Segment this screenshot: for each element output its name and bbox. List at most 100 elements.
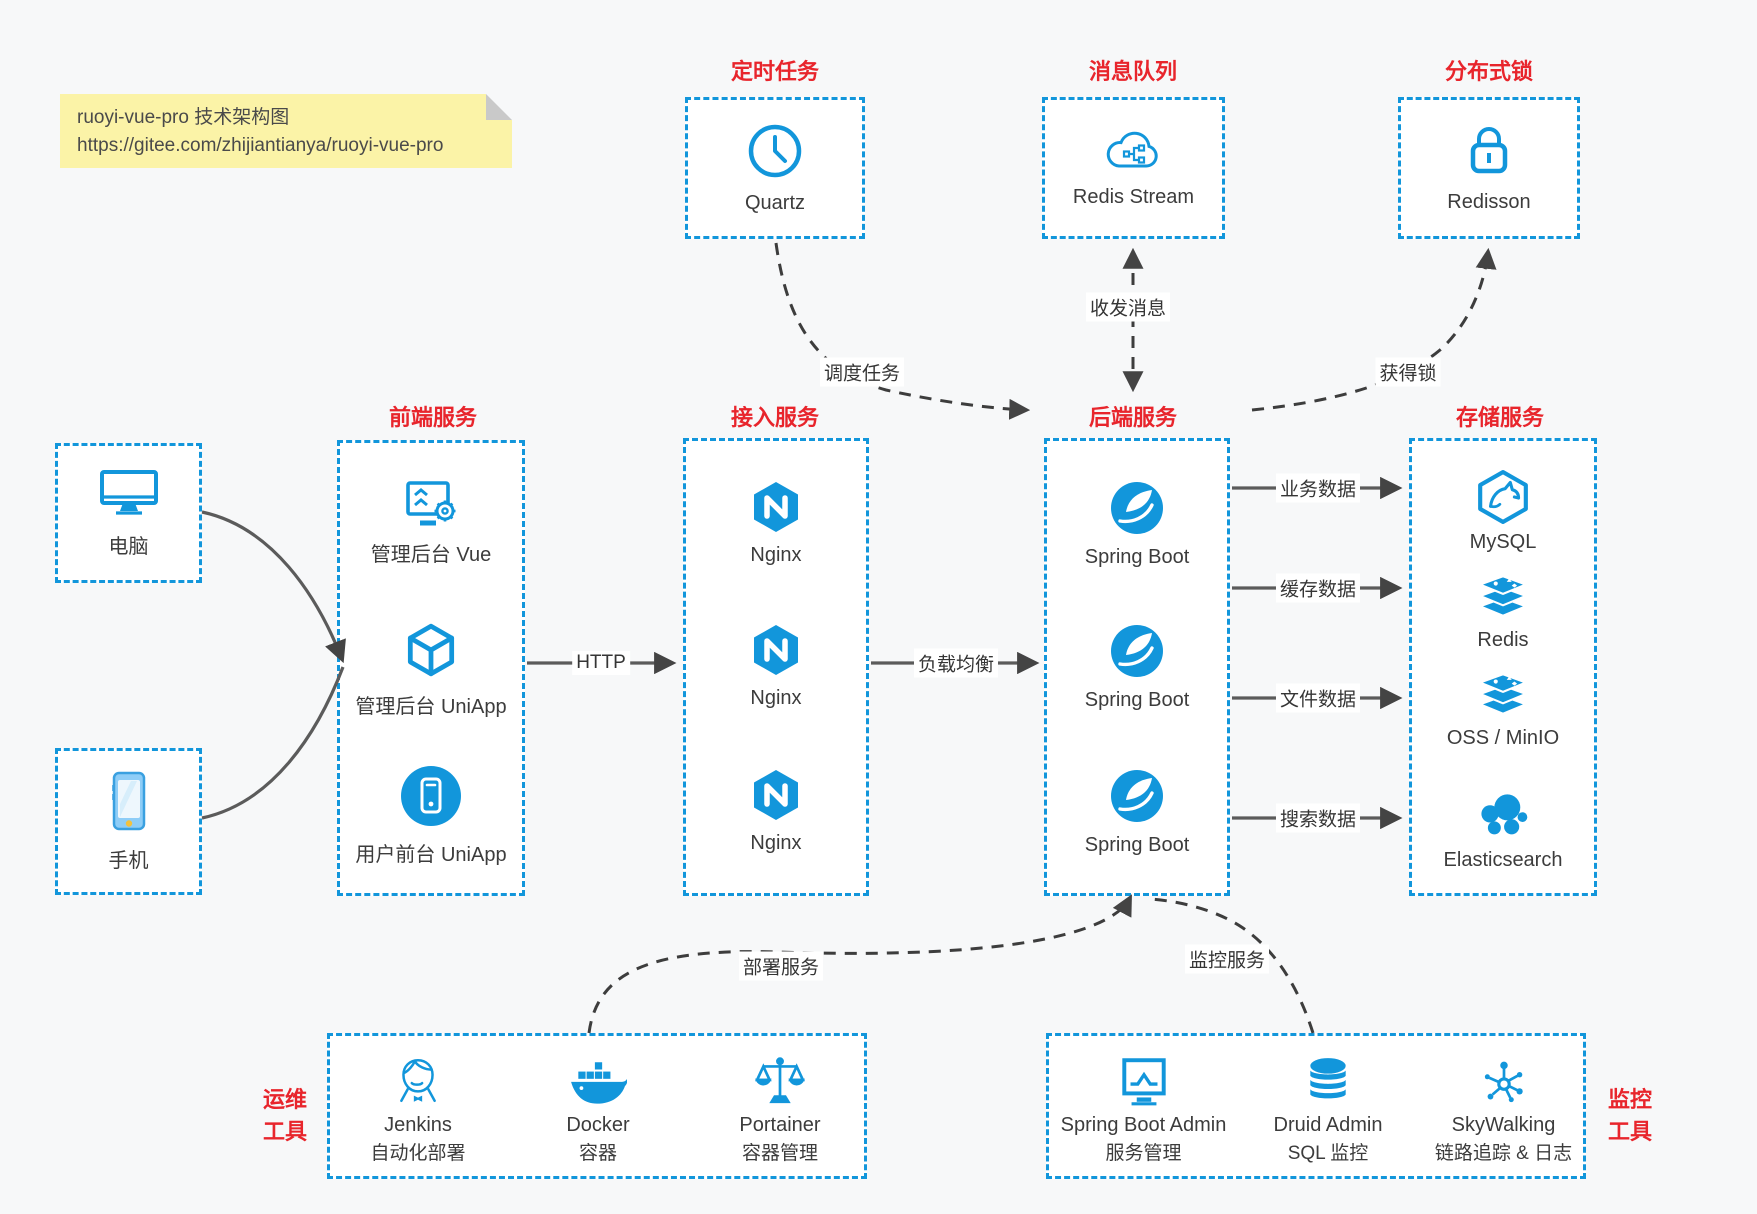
nginx-icon	[748, 767, 804, 823]
edge-label-schedule-task: 调度任务	[819, 357, 905, 387]
edge-acquire-lock	[1251, 247, 1497, 412]
ops-item-jenkins: Jenkins 自动化部署	[330, 1046, 506, 1176]
tool-name: Docker	[566, 1114, 630, 1136]
tool-desc: 容器	[578, 1143, 617, 1164]
node-label: 管理后台 UniApp	[355, 696, 507, 718]
user-uniapp-icon	[398, 763, 464, 829]
node-label: Redis	[1477, 629, 1529, 651]
tool-name: Portainer	[739, 1114, 821, 1136]
oss-stack-icon	[1475, 669, 1531, 721]
spring-boot-icon	[1108, 767, 1166, 825]
mobile-client-box: 手机	[55, 748, 202, 895]
clock-icon	[746, 122, 804, 180]
tool-desc: 链路追踪 & 日志	[1434, 1143, 1573, 1164]
admin-vue-icon	[402, 479, 460, 529]
node-label: Nginx	[750, 687, 802, 709]
node-label: Quartz	[744, 191, 806, 214]
edge-pc-to-frontend	[201, 510, 346, 664]
tool-name: Druid Admin	[1273, 1114, 1383, 1136]
desktop-icon	[98, 468, 160, 518]
spring-boot-icon	[1108, 479, 1166, 537]
group-title-scheduler: 定时任务	[730, 59, 820, 84]
node-label: OSS / MinIO	[1446, 727, 1560, 749]
backend-services-box: Spring Boot Spring Boot Spring Boot	[1044, 438, 1230, 896]
edge-label-business-data: 业务数据	[1275, 473, 1361, 503]
storage-services-box: MySQL Redis	[1409, 438, 1597, 896]
node-graph-icon	[1478, 1046, 1530, 1108]
ops-item-portainer: Portainer 容器管理	[690, 1046, 870, 1176]
group-title-frontend: 前端服务	[388, 405, 478, 430]
edge-label-search-data: 搜索数据	[1275, 803, 1361, 833]
frontend-services-box: 管理后台 Vue 管理后台 UniApp 用户前台	[337, 440, 525, 896]
tool-desc: SQL 监控	[1287, 1143, 1369, 1164]
edge-label-deploy-service: 部署服务	[738, 951, 824, 981]
frontend-item-admin-vue: 管理后台 Vue	[340, 479, 522, 567]
storage-item-mysql: MySQL	[1412, 469, 1594, 554]
tool-name: SkyWalking	[1451, 1114, 1556, 1136]
tool-desc: 自动化部署	[370, 1143, 466, 1164]
storage-item-redis: Redis	[1412, 571, 1594, 652]
node-label: Nginx	[750, 544, 802, 566]
mysql-icon	[1475, 469, 1531, 525]
node-label: Elasticsearch	[1443, 849, 1563, 871]
smartphone-icon	[107, 770, 151, 832]
group-title-ops: 运维 工具	[263, 1084, 307, 1148]
frontend-item-admin-uniapp: 管理后台 UniApp	[340, 619, 522, 719]
node-label: Spring Boot	[1084, 834, 1190, 856]
monitoring-title-line2: 工具	[1607, 1119, 1653, 1144]
monitoring-item-skywalking: SkyWalking 链路追踪 & 日志	[1418, 1046, 1589, 1176]
quartz-box: Quartz	[685, 97, 865, 239]
cloud-network-icon	[1103, 128, 1165, 174]
node-label: 手机	[108, 850, 149, 872]
portainer-scales-icon	[754, 1046, 806, 1108]
pc-client-box: 电脑	[55, 443, 202, 583]
elasticsearch-icon	[1476, 789, 1530, 843]
tool-name: Spring Boot Admin	[1060, 1114, 1227, 1136]
node-label: Spring Boot	[1084, 689, 1190, 711]
ops-item-docker: Docker 容器	[506, 1046, 690, 1176]
group-title-storage: 存储服务	[1455, 405, 1545, 430]
redis-stack-icon	[1475, 571, 1531, 623]
jenkins-icon	[391, 1046, 445, 1108]
node-label: Nginx	[750, 832, 802, 854]
sticky-note-title: ruoyi-vue-pro 技术架构图	[77, 107, 290, 128]
monitoring-title-line1: 监控	[1607, 1087, 1653, 1112]
ops-tools-box: Jenkins 自动化部署 Docker 容器	[327, 1033, 867, 1179]
redis-stream-box: Redis Stream	[1042, 97, 1225, 239]
gateway-item-nginx-1: Nginx	[686, 479, 866, 567]
monitoring-tools-box: Spring Boot Admin 服务管理 Druid Admin SQL 监…	[1046, 1033, 1586, 1179]
node-label: 管理后台 Vue	[370, 544, 492, 566]
group-title-gateway: 接入服务	[730, 405, 820, 430]
sticky-note-url: https://gitee.com/zhijiantianya/ruoyi-vu…	[77, 135, 444, 156]
redisson-box: Redisson	[1398, 97, 1580, 239]
storage-item-elasticsearch: Elasticsearch	[1412, 789, 1594, 872]
gateway-item-nginx-2: Nginx	[686, 622, 866, 710]
group-title-mq: 消息队列	[1088, 59, 1178, 84]
backend-item-springboot-3: Spring Boot	[1047, 767, 1227, 857]
node-label: Spring Boot	[1084, 546, 1190, 568]
tool-desc: 服务管理	[1105, 1143, 1182, 1164]
group-title-backend: 后端服务	[1088, 405, 1178, 430]
gateway-services-box: Nginx Nginx Nginx	[683, 438, 869, 896]
edge-label-http: HTTP	[572, 651, 630, 675]
node-label: 电脑	[108, 535, 149, 558]
frontend-item-user-uniapp: 用户前台 UniApp	[340, 763, 522, 867]
node-label: Redisson	[1447, 190, 1531, 213]
sticky-note: ruoyi-vue-pro 技术架构图 https://gitee.com/zh…	[60, 94, 512, 168]
monitor-chart-icon	[1116, 1046, 1172, 1108]
node-label: Redis Stream	[1072, 185, 1195, 208]
edge-label-load-balance: 负载均衡	[913, 648, 999, 678]
edge-deploy-service	[587, 894, 1132, 1034]
nginx-icon	[748, 622, 804, 678]
edge-label-file-data: 文件数据	[1275, 683, 1361, 713]
node-label: MySQL	[1469, 531, 1537, 553]
edge-label-monitor-service: 监控服务	[1184, 944, 1270, 974]
ops-title-line2: 工具	[262, 1119, 308, 1144]
backend-item-springboot-1: Spring Boot	[1047, 479, 1227, 569]
lock-icon	[1464, 123, 1514, 179]
tool-desc: 容器管理	[741, 1143, 818, 1164]
monitoring-item-druid: Druid Admin SQL 监控	[1238, 1046, 1418, 1176]
storage-item-oss-minio: OSS / MinIO	[1412, 669, 1594, 750]
group-title-lock: 分布式锁	[1444, 59, 1534, 84]
